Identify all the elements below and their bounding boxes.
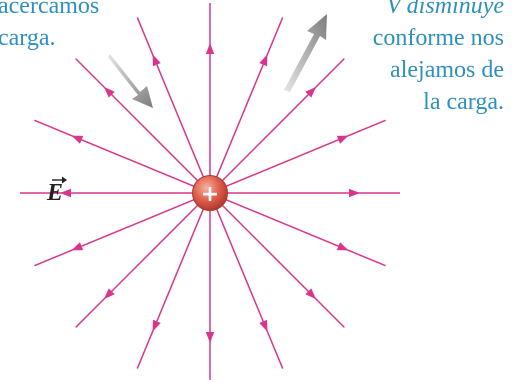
caption-recede-line-4: la carga. [423,89,504,115]
field-line [136,208,205,369]
field-line-arrowhead [336,135,349,144]
field-line [34,119,195,188]
field-line [225,119,386,188]
approach-arrow [108,54,153,108]
field-line [215,17,284,178]
field-line [34,198,195,267]
field-line-arrowhead [71,135,84,144]
potential-symbol-text: V disminuye [386,0,504,19]
field-line-arrowhead [336,242,349,251]
field-vector-symbol: E [46,180,63,206]
charge-sign: + [201,182,219,207]
recede-arrow [284,14,327,92]
field-line-arrowhead [60,188,71,198]
field-line-arrowhead [305,86,317,98]
caption-approach: acercamos carga. [0,0,99,54]
field-line-arrowhead [259,54,268,67]
field-line-arrowhead [259,319,268,332]
caption-approach-line-2: carga. [0,25,56,51]
field-line-arrowhead [103,288,115,300]
field-line-arrowhead [152,319,161,332]
field-line [136,17,205,178]
caption-recede-line-3: alejamos de [390,57,504,83]
caption-recede-line-2: conforme nos [372,25,504,51]
field-line-arrowhead [305,288,317,300]
caption-recede: V disminuye conforme nos alejamos de la … [373,0,504,118]
field-line-arrowhead [205,43,215,54]
field-line-arrowhead [71,242,84,251]
field-line [75,204,199,328]
field-line [221,58,345,182]
field-line-arrowhead [152,54,161,67]
field-line [221,204,345,328]
caption-recede-line-1: V disminuye [373,0,504,22]
field-line [225,198,386,267]
field-line [75,58,199,182]
field-line [215,208,284,369]
field-line-arrowhead [205,332,215,343]
field-line-arrowhead [349,188,360,198]
positive-charge: + [192,175,228,211]
field-line-arrowhead [103,86,115,98]
caption-approach-line-1: acercamos [0,0,100,19]
field-vector-label: E [46,176,67,206]
field-lines-group [20,3,400,380]
